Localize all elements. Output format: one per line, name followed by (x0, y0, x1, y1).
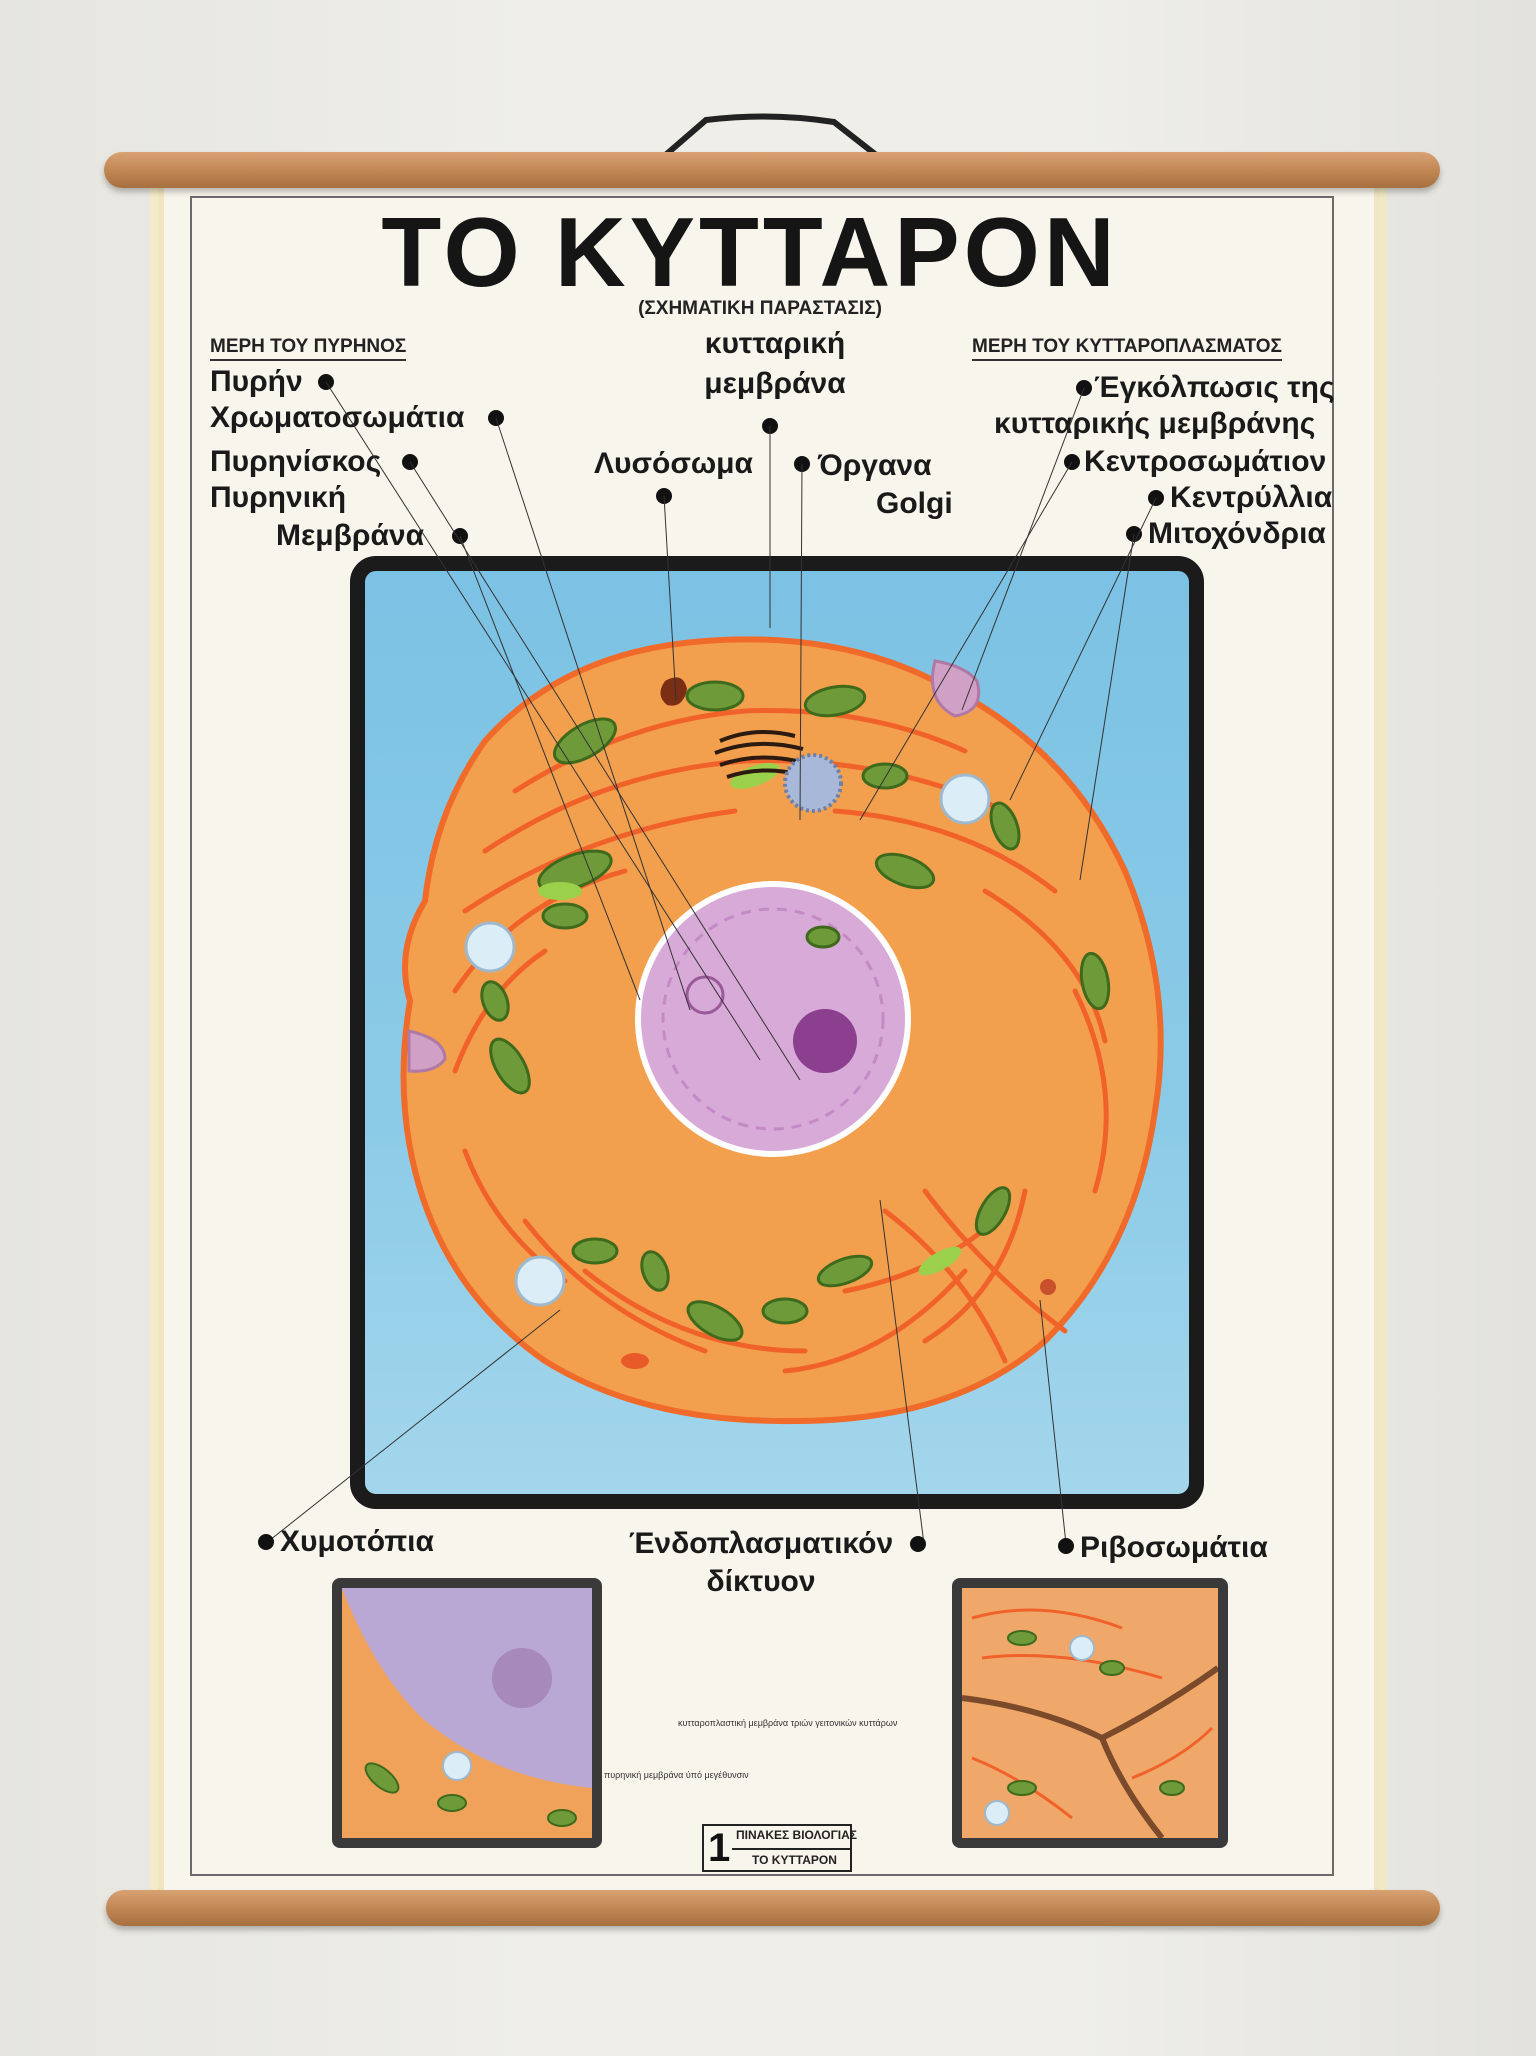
cell-illustration (400, 636, 1164, 1425)
nucleus-parts-heading: ΜΕΡΗ ΤΟΥ ΠΥΡΗΝΟΣ (210, 336, 407, 361)
dot-endoplasmatikon (910, 1536, 926, 1552)
label-pyrin: Πυρήν (210, 365, 303, 398)
plate-divider (732, 1848, 850, 1850)
plate-label: 1 ΠΙΝΑΚΕΣ ΒΙΟΛΟΓΙΑΣ ΤΟ ΚΥΤΤΑΡΟΝ (702, 1824, 857, 1872)
plate-series: ΠΙΝΑΚΕΣ ΒΙΟΛΟΓΙΑΣ (736, 1828, 857, 1842)
dot-egkolposis (1076, 380, 1092, 396)
ribosome-patch (621, 1353, 649, 1369)
label-pyrniskos: Πυρηνίσκος (210, 445, 382, 478)
label-egkolposis: Έγκόλπωσις της (1094, 371, 1335, 404)
plate-number: 1 (708, 1826, 731, 1870)
dot-kentryllia (1148, 490, 1164, 506)
label-kentryllia: Κεντρύλλια (1170, 481, 1333, 514)
dot-kentrosomation (1064, 454, 1080, 470)
bottom-wooden-rod (106, 1890, 1440, 1926)
cell-diagram-panel (350, 556, 1204, 1509)
label-golgi: Golgi (876, 487, 953, 520)
dot-pyrin (318, 374, 334, 390)
dot-lysosoma (656, 488, 672, 504)
label-endoplasmatikon: Ένδοπλασματικόν (628, 1527, 894, 1560)
nucleolus (793, 1009, 857, 1073)
label-kentrosomation: Κεντροσωμάτιον (1084, 445, 1327, 478)
hanging-cord (660, 113, 882, 161)
label-diktyon: δίκτυον (706, 1565, 816, 1598)
label-lysosoma: Λυσόσωμα (594, 447, 753, 480)
poster-subtitle: (ΣΧΗΜΑΤΙΚΗ ΠΑΡΑΣΤΑΣΙΣ) (638, 298, 882, 319)
cytoplasm-parts-heading: ΜΕΡΗ ΤΟΥ ΚΥΤΤΑΡΟΠΛΑΣΜΑΤΟΣ (972, 336, 1282, 361)
poster-frame (190, 196, 1334, 1876)
dot-pyrniskos (402, 454, 418, 470)
label-kyttariki: κυτταρική (704, 327, 846, 360)
label-mitochondria: Μιτοχόνδρια (1148, 517, 1326, 550)
dot-ribosomatia (1058, 1538, 1074, 1554)
label-ribosomatia: Ριβοσωμάτια (1080, 1531, 1268, 1564)
label-egkolposis-2: κυτταρικής μεμβράνης (994, 407, 1316, 440)
centrosome (783, 753, 843, 813)
right-inset-caption: κυτταροπλαστική μεμβράνα τριών γειτονικώ… (678, 1718, 898, 1728)
inset-nuclear-membrane (332, 1578, 602, 1848)
poster-title: ΤΟ ΚΥΤΤΑΡΟΝ (381, 197, 1119, 307)
left-inset-caption: πυρηνική μεμβράνα ύπό μεγέθυνσιν (604, 1770, 749, 1780)
dot-organa-golgi (794, 456, 810, 472)
dot-chymotopia (258, 1534, 274, 1550)
dot-kyttariki-membrana (762, 418, 778, 434)
nucleus (635, 881, 911, 1157)
label-chromatosomatia: Χρωματοσωμάτια (210, 401, 465, 434)
label-membrana: Μεμβράνα (276, 519, 425, 552)
label-organa: Όργανα (818, 449, 932, 482)
inset-cell-membranes (952, 1578, 1228, 1848)
dot-pyrniki-membrana (452, 528, 468, 544)
top-wooden-rod (104, 152, 1440, 188)
ribosome-cluster (1040, 1279, 1056, 1295)
label-kyttariki-membrana: μεμβράνα (704, 367, 846, 400)
label-pyrniki: Πυρηνική (210, 481, 347, 514)
plate-name: ΤΟ ΚΥΤΤΑΡΟΝ (752, 1853, 837, 1867)
dot-mitochondria (1126, 526, 1142, 542)
dot-chromatosomatia (488, 410, 504, 426)
label-chymotopia: Χυμοτόπια (280, 1525, 434, 1558)
